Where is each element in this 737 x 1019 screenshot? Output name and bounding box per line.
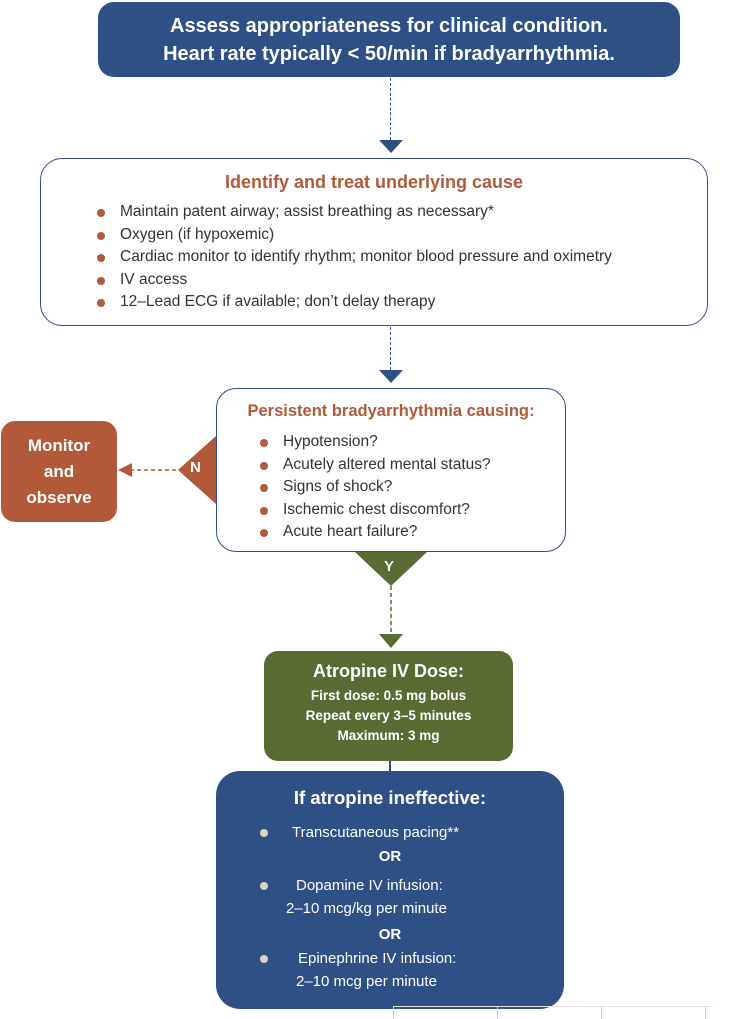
bullet-icon [260, 882, 268, 890]
arrow-to-identify [379, 140, 403, 153]
yes-branch-connector [355, 552, 427, 648]
atropine-box: Atropine IV Dose: First dose: 0.5 mg bol… [264, 651, 513, 761]
ineffective-title: If atropine ineffective: [293, 787, 487, 808]
bullet-icon [97, 299, 105, 307]
yes-branch-arrowhead-icon [379, 634, 403, 648]
monitor-line2: and [43, 461, 75, 481]
atropine-line2: Repeat every 3–5 minutes [305, 708, 472, 723]
persistent-list: Hypotension? Acutely altered mental stat… [260, 431, 491, 544]
bullet-icon [97, 276, 105, 285]
persistent-item: Signs of shock? [260, 476, 491, 499]
ineffective-item-epinephrine: Epinephrine IV infusion: 2–10 mcg per mi… [260, 947, 456, 993]
bullet-icon [260, 506, 268, 515]
assess-box: Assess appropriateness for clinical cond… [98, 2, 680, 77]
atropine-line3: Maximum: 3 mg [337, 728, 440, 743]
identify-box: Identify and treat underlying cause Main… [40, 158, 708, 326]
identify-item: Cardiac monitor to identify rhythm; moni… [97, 246, 612, 269]
monitor-line1: Monitor [27, 435, 91, 455]
bullet-icon [97, 254, 105, 262]
persistent-item: Acute heart failure? [260, 521, 491, 544]
assess-line2: Heart rate typically < 50/min if bradyar… [163, 42, 615, 65]
divider [393, 1006, 394, 1019]
identify-title: Identify and treat underlying cause [224, 172, 524, 192]
yes-branch-triangle [355, 552, 427, 586]
yes-label: Y [384, 558, 395, 575]
bullet-icon [260, 955, 268, 963]
identify-item: 12–Lead ECG if available; don’t delay th… [97, 291, 612, 314]
persistent-item: Hypotension? [260, 431, 491, 454]
no-branch-connector [118, 436, 216, 504]
bullet-icon [97, 209, 105, 217]
ineffective-item-pacing: Transcutaneous pacing** [260, 821, 459, 844]
identify-item: IV access [97, 269, 612, 292]
bullet-icon [260, 484, 268, 492]
bullet-icon [260, 439, 268, 447]
ineffective-box: If atropine ineffective: Transcutaneous … [216, 771, 564, 1009]
atropine-title: Atropine IV Dose: [312, 661, 464, 681]
assess-line1: Assess appropriateness for clinical cond… [170, 14, 608, 37]
connector-atropine-ineffective [389, 761, 391, 771]
divider [705, 1006, 706, 1019]
connector-identify-persistent [390, 327, 391, 370]
atropine-line1: First dose: 0.5 mg bolus [310, 688, 467, 703]
or-label: OR [378, 926, 402, 943]
identify-item: Maintain patent airway; assist breathing… [97, 201, 612, 224]
divider [393, 1006, 713, 1007]
connector-assess-identify [390, 78, 391, 140]
divider [497, 1006, 498, 1019]
bullet-icon [260, 829, 268, 837]
persistent-title: Persistent bradyarrhythmia causing: [247, 402, 535, 420]
monitor-line3: observe [26, 487, 92, 507]
bullet-icon [97, 231, 105, 240]
monitor-box: Monitor and observe [1, 421, 117, 522]
no-branch-triangle [178, 436, 216, 504]
no-branch-arrowhead-icon [118, 463, 132, 477]
identify-list: Maintain patent airway; assist breathing… [97, 201, 612, 314]
ineffective-item-dopamine: Dopamine IV infusion: 2–10 mcg/kg per mi… [260, 874, 447, 920]
identify-item: Oxygen (if hypoxemic) [97, 224, 612, 247]
persistent-item: Ischemic chest discomfort? [260, 499, 491, 522]
arrow-to-persistent [379, 370, 403, 383]
persistent-box: Persistent bradyarrhythmia causing: Hypo… [216, 388, 566, 552]
divider [601, 1006, 602, 1019]
bullet-icon [260, 529, 268, 537]
bullet-icon [260, 461, 268, 470]
no-label: N [190, 459, 201, 476]
persistent-item: Acutely altered mental status? [260, 454, 491, 477]
or-label: OR [378, 848, 402, 865]
